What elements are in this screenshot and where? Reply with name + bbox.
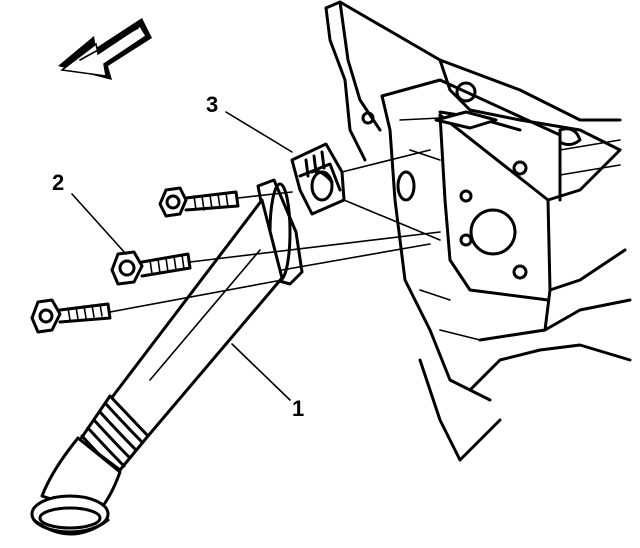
vehicle-body-structure [324,0,632,462]
front-direction-arrow-icon [58,18,152,80]
bracket-part [290,142,346,216]
bolt-middle [110,250,192,286]
callout-leader-1 [231,343,291,401]
callout-leader-3 [225,111,293,153]
callout-leader-2 [71,193,127,255]
bolt-lower [30,298,112,334]
callout-number-3: 3 [206,92,218,117]
alignment-lines [109,149,441,313]
callout-number-1: 1 [292,396,304,421]
callout-number-2: 2 [52,170,64,195]
pipe-part [30,178,304,536]
bolt-upper [158,186,240,218]
